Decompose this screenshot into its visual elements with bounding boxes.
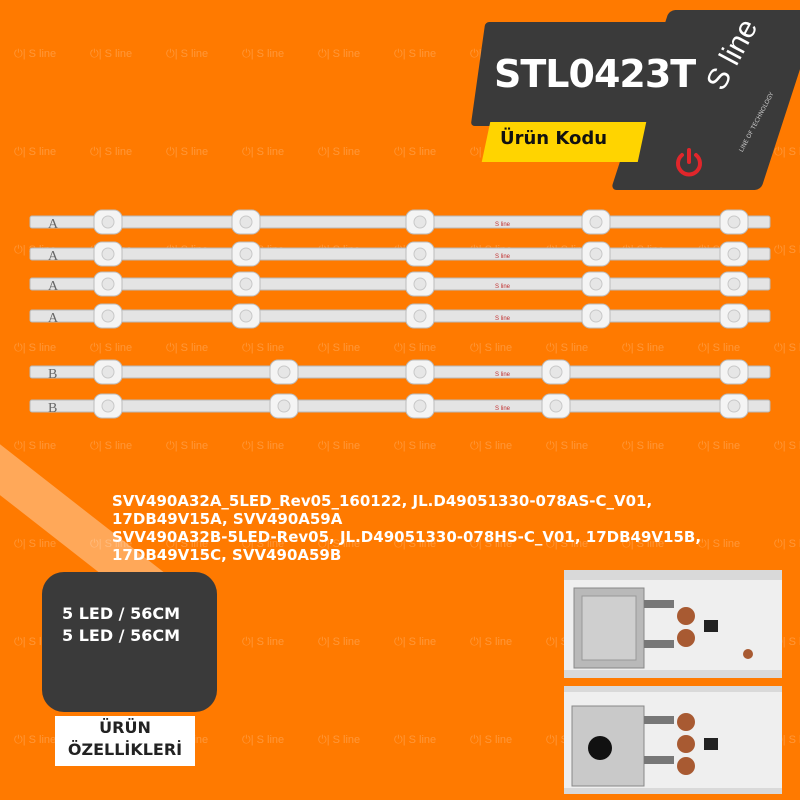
watermark-text: ⏻| S line bbox=[242, 342, 285, 354]
spec-label: ÜRÜN bbox=[99, 718, 151, 737]
watermark-text: ⏻| S line bbox=[14, 734, 57, 746]
watermark-text: ⏻| S line bbox=[318, 440, 361, 452]
watermark-text: ⏻| S line bbox=[622, 440, 665, 452]
watermark-text: ⏻| S line bbox=[394, 48, 437, 60]
watermark-text: ⏻| S line bbox=[90, 48, 133, 60]
watermark-text: ⏻| S line bbox=[166, 538, 209, 550]
watermark-text: ⏻| S line bbox=[318, 48, 361, 60]
watermark-text: ⏻| S line bbox=[546, 440, 589, 452]
watermark-text: ⏻| S line bbox=[318, 636, 361, 648]
watermark-text: ⏻| S line bbox=[14, 440, 57, 452]
watermark-text: ⏻| S line bbox=[14, 342, 57, 354]
watermark-text: ⏻| S line bbox=[774, 342, 800, 354]
watermark-text: ⏻| S line bbox=[318, 146, 361, 158]
watermark-text: ⏻| S line bbox=[242, 538, 285, 550]
watermark-text: ⏻| S line bbox=[470, 636, 513, 648]
strip-logo: S line bbox=[495, 316, 511, 322]
watermark-text: ⏻| S line bbox=[546, 342, 589, 354]
watermark-text: ⏻| S line bbox=[14, 48, 57, 60]
watermark-text: ⏻| S line bbox=[90, 342, 133, 354]
spec-card bbox=[42, 572, 217, 712]
strip-logo: S line bbox=[495, 372, 511, 378]
strip-marker: A bbox=[48, 249, 59, 264]
strip-marker: B bbox=[48, 401, 57, 416]
watermark-text: ⏻| S line bbox=[394, 342, 437, 354]
watermark-text: ⏻| S line bbox=[242, 48, 285, 60]
strip-marker: A bbox=[48, 217, 59, 232]
led-strip bbox=[29, 277, 771, 291]
strip-logo: S line bbox=[495, 284, 511, 290]
spec-line: 5 LED / 56CM bbox=[62, 604, 181, 623]
watermark-text: ⏻| S line bbox=[470, 538, 513, 550]
watermark-text: ⏻| S line bbox=[14, 538, 57, 550]
watermark-text: ⏻| S line bbox=[470, 440, 513, 452]
watermark-text: ⏻| S line bbox=[774, 440, 800, 452]
strip-marker: B bbox=[48, 367, 57, 382]
watermark-text: ⏻| S line bbox=[470, 342, 513, 354]
connector-photo-b bbox=[564, 686, 782, 794]
watermark-text: ⏻| S line bbox=[166, 146, 209, 158]
watermark-text: ⏻| S line bbox=[394, 636, 437, 648]
watermark-text: ⏻| S line bbox=[318, 538, 361, 550]
strip-marker: A bbox=[48, 311, 59, 326]
watermark-text: ⏻| S line bbox=[90, 146, 133, 158]
watermark-text: ⏻| S line bbox=[318, 342, 361, 354]
watermark-text: ⏻| S line bbox=[698, 342, 741, 354]
spec-label-box bbox=[55, 716, 195, 766]
connector-photo-a bbox=[564, 570, 782, 678]
watermark-text: ⏻| S line bbox=[698, 538, 741, 550]
watermark-text: ⏻| S line bbox=[622, 342, 665, 354]
watermark-text: ⏻| S line bbox=[622, 538, 665, 550]
watermark-text: ⏻| S line bbox=[394, 734, 437, 746]
watermark-text: ⏻| S line bbox=[774, 146, 800, 158]
watermark-text: ⏻| S line bbox=[470, 734, 513, 746]
watermark-text: ⏻| S line bbox=[90, 538, 133, 550]
watermark-text: ⏻| S line bbox=[242, 636, 285, 648]
spec-line: 5 LED / 56CM bbox=[62, 626, 181, 645]
watermark-text: ⏻| S line bbox=[166, 48, 209, 60]
strip-logo: S line bbox=[495, 406, 511, 412]
strip-marker: A bbox=[48, 279, 59, 294]
model-line: 17DB49V15A, SVV490A59A bbox=[112, 510, 343, 528]
watermark-text: ⏻| S line bbox=[242, 440, 285, 452]
spec-label: ÖZELLİKLERİ bbox=[67, 740, 183, 759]
watermark-text: ⏻| S line bbox=[394, 146, 437, 158]
watermark-text: ⏻| S line bbox=[242, 146, 285, 158]
led-strip bbox=[29, 309, 771, 323]
model-numbers: SVV490A32A_5LED_Rev05_160122, JL.D490513… bbox=[112, 492, 772, 564]
led-strip bbox=[29, 365, 771, 379]
code-label: Ürün Kodu bbox=[500, 128, 608, 149]
led-strip bbox=[29, 247, 771, 261]
watermark-text: ⏻| S line bbox=[166, 440, 209, 452]
model-line: 17DB49V15C, SVV490A59B bbox=[112, 546, 342, 564]
strip-logo: S line bbox=[495, 254, 511, 260]
watermark-text: ⏻| S line bbox=[394, 538, 437, 550]
watermark-text: ⏻| S line bbox=[166, 342, 209, 354]
watermark-text: ⏻| S line bbox=[242, 734, 285, 746]
led-strip bbox=[29, 215, 771, 229]
watermark-text: ⏻| S line bbox=[546, 538, 589, 550]
model-line: SVV490A32B-5LED-Rev05, JL.D49051330-078H… bbox=[112, 528, 702, 546]
strip-logo: S line bbox=[495, 222, 511, 228]
power-logo-icon bbox=[676, 148, 702, 177]
product-code: STL0423T bbox=[494, 52, 696, 96]
model-line: SVV490A32A_5LED_Rev05_160122, JL.D490513… bbox=[112, 492, 653, 510]
watermark-text: ⏻| S line bbox=[394, 440, 437, 452]
watermark-text: ⏻| S line bbox=[90, 440, 133, 452]
watermark-text: ⏻| S line bbox=[774, 244, 800, 256]
watermark-text: ⏻| S line bbox=[774, 538, 800, 550]
watermark-text: ⏻| S line bbox=[698, 440, 741, 452]
led-strip bbox=[29, 399, 771, 413]
watermark-text: ⏻| S line bbox=[14, 146, 57, 158]
watermark-text: ⏻| S line bbox=[318, 734, 361, 746]
